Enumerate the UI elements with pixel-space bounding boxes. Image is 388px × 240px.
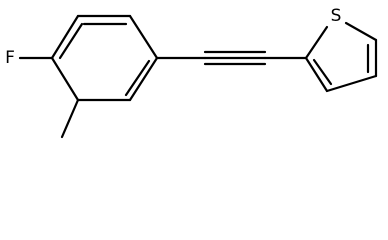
- ring-bond: [128, 56, 159, 102]
- fluorine-atom-label: F: [5, 48, 15, 68]
- ring-bond: [128, 14, 159, 60]
- benzene-ring: [50, 14, 159, 102]
- thiophene-double-bond: [312, 58, 333, 86]
- ring-double-bond: [58, 22, 84, 60]
- thiophene-bond: [325, 74, 378, 93]
- sulfur-atom-label: S: [331, 6, 342, 26]
- thiophene-bond: [344, 21, 378, 42]
- thiophene-bond: [304, 56, 329, 93]
- thiophene-bond: [304, 25, 329, 60]
- alkyne-linker: [155, 50, 308, 66]
- thiophene-ring: [304, 21, 378, 93]
- ring-bond: [50, 14, 80, 60]
- chemical-structure: F S: [5, 6, 378, 139]
- ring-bond: [50, 56, 80, 102]
- ring-double-bond: [124, 59, 151, 97]
- methyl-bond: [60, 98, 80, 139]
